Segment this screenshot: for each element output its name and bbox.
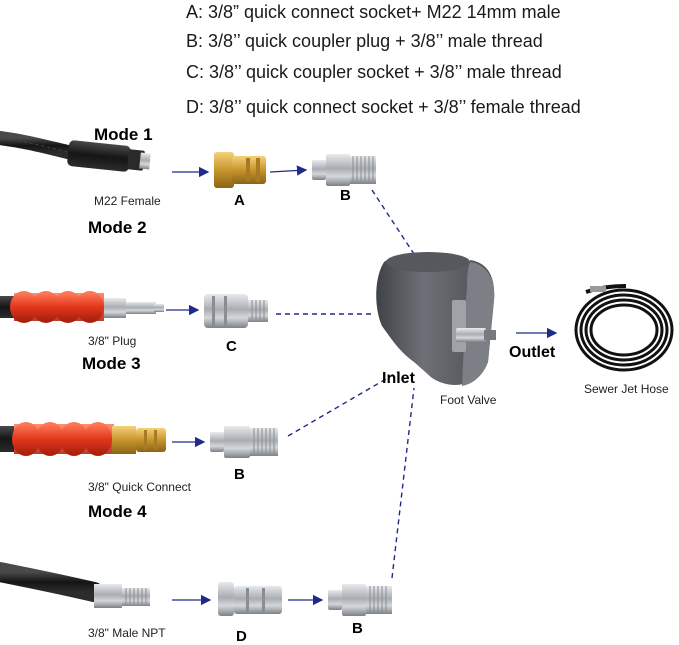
part-letter-d: D <box>236 628 247 645</box>
outlet-label: Outlet <box>509 344 556 361</box>
legend-c: C: 3/8’’ quick coupler socket + 3/8’’ ma… <box>186 62 562 82</box>
adapter-b-row1-icon <box>312 154 376 186</box>
part-letter-b-row1: B <box>340 187 351 204</box>
sewer-jet-hose-icon <box>574 284 674 372</box>
mode4-label: Mode 4 <box>88 502 147 521</box>
adapter-b-row3-icon <box>210 426 278 458</box>
foot-valve-icon <box>376 252 496 386</box>
part-letter-b-row4: B <box>352 620 363 637</box>
foot-valve-label: Foot Valve <box>440 393 497 407</box>
part-letter-b-row3: B <box>234 466 245 483</box>
part-letter-a: A <box>234 192 245 209</box>
adapter-a-icon <box>214 152 266 188</box>
inlet-label: Inlet <box>382 370 415 387</box>
plug-label: 3/8" Plug <box>88 334 137 348</box>
quick-connect-label: 3/8" Quick Connect <box>88 480 191 494</box>
dashed-connectors <box>276 189 415 579</box>
male-npt-label: 3/8" Male NPT <box>88 626 166 640</box>
legend-d: D: 3/8’’ quick connect socket + 3/8’’ fe… <box>186 97 581 117</box>
adapter-b-row4-icon <box>328 584 392 616</box>
legend-a: A: 3/8” quick connect socket+ M22 14mm m… <box>186 2 561 22</box>
mode1-label: Mode 1 <box>94 125 153 144</box>
mode2-hose-icon <box>0 291 164 323</box>
adapter-d-icon <box>218 582 282 616</box>
legend-b: B: 3/8’’ quick coupler plug + 3/8’’ male… <box>186 31 543 51</box>
part-letter-c: C <box>226 338 237 355</box>
mode3-hose-icon <box>0 422 166 456</box>
sewer-jet-hose-label: Sewer Jet Hose <box>584 382 669 396</box>
mode2-label: Mode 2 <box>88 218 147 237</box>
mode1-hose-icon <box>0 131 151 172</box>
mode4-hose-icon <box>0 562 150 608</box>
mode3-label: Mode 3 <box>82 354 141 373</box>
adapter-c-icon <box>204 294 268 328</box>
row1-arrow-2 <box>269 165 308 176</box>
m22-female-label: M22 Female <box>94 194 161 208</box>
